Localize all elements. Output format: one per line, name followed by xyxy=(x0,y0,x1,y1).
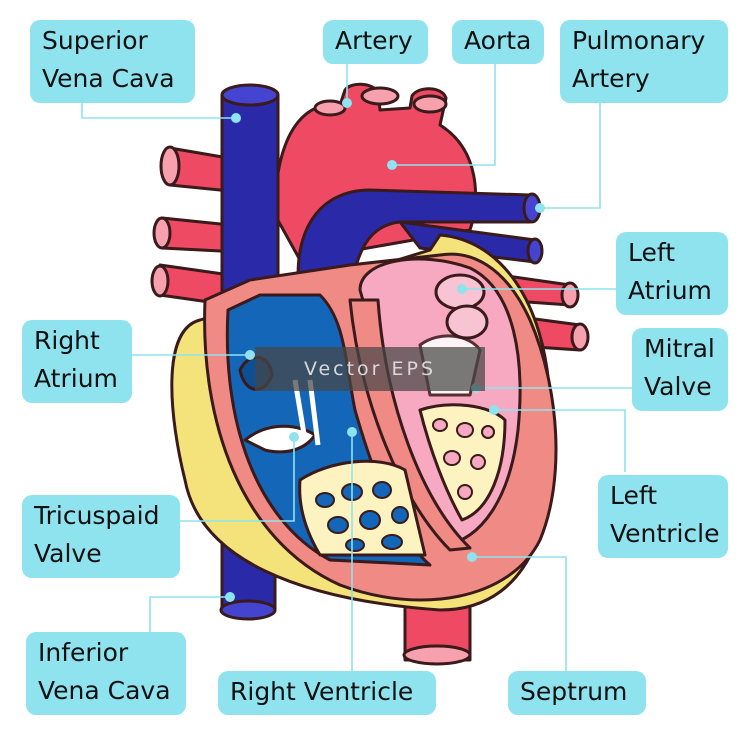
label-left-atrium: Left Atrium xyxy=(616,232,728,315)
label-aorta: Aorta xyxy=(452,20,544,64)
pulmonary-artery-shape xyxy=(296,188,532,302)
label-pulmonary-artery: Pulmonary Artery xyxy=(560,20,728,103)
label-artery: Artery xyxy=(323,20,428,64)
label-mitral-valve: Mitral Valve xyxy=(632,328,728,411)
label-right-atrium: Right Atrium xyxy=(22,320,132,403)
label-left-ventricle: Left Ventricle xyxy=(598,475,728,558)
watermark: Vector EPS xyxy=(255,347,485,391)
label-tricuspaid-valve: Tricuspaid Valve xyxy=(22,495,180,578)
leader-lines xyxy=(81,64,632,671)
label-septrum: Septrum xyxy=(508,671,646,715)
label-right-ventricle: Right Ventricle xyxy=(218,671,436,715)
label-superior-vena-cava: Superior Vena Cava xyxy=(30,20,195,103)
left-atrium-valve-lower xyxy=(445,304,489,340)
label-inferior-vena-cava: Inferior Vena Cava xyxy=(26,632,186,715)
